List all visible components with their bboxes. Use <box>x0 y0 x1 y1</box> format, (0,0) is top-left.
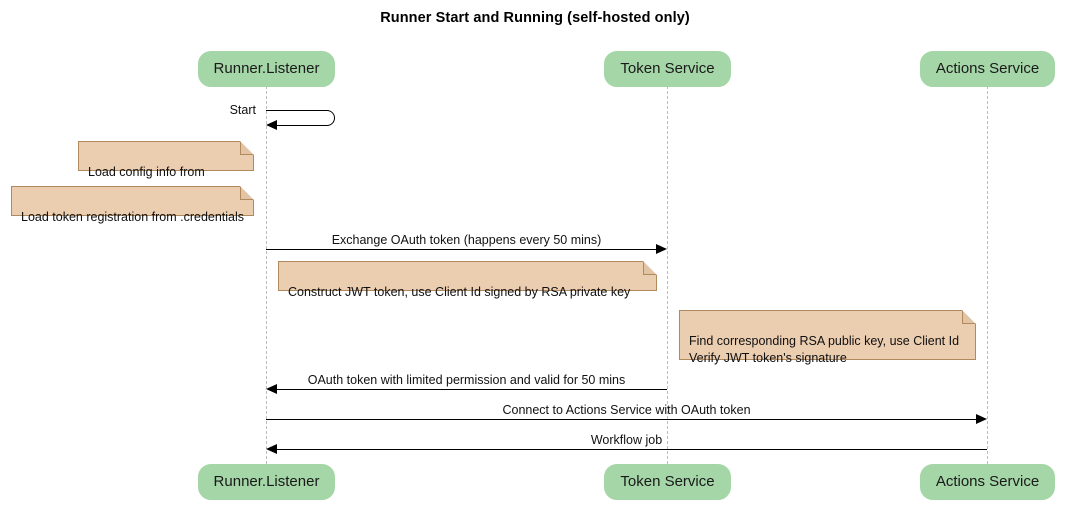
message-line-start-bottom <box>277 125 325 126</box>
participant-label: Token Service <box>620 473 715 490</box>
participant-actions-top[interactable]: Actions Service <box>920 51 1055 87</box>
arrow-head-connect-actions-service <box>976 414 987 424</box>
note-text: Load token registration from .credential… <box>21 210 245 224</box>
arrow-head-oauth-token-response <box>266 384 277 394</box>
diagram-title: Runner Start and Running (self-hosted on… <box>380 10 690 26</box>
lifeline-token <box>667 86 668 464</box>
participant-label: Actions Service <box>935 60 1040 77</box>
participant-actions-bottom[interactable]: Actions Service <box>920 464 1055 500</box>
participant-label: Actions Service <box>935 473 1040 490</box>
participant-token-bottom[interactable]: Token Service <box>604 464 731 500</box>
note-text: Construct JWT token, use Client Id signe… <box>288 285 631 299</box>
note-fold-cut-icon <box>962 310 976 324</box>
lifeline-actions <box>987 86 988 464</box>
note-load-token-registration: Load token registration from .credential… <box>11 186 254 224</box>
participant-runner-top[interactable]: Runner.Listener <box>198 51 335 87</box>
arrow-head-workflow-job <box>266 444 277 454</box>
note-load-config: Load config info from .runner <box>78 141 254 196</box>
note-construct-jwt: Construct JWT token, use Client Id signe… <box>278 261 657 299</box>
note-fold-cut-icon <box>643 261 657 275</box>
arrow-head-start <box>266 120 277 130</box>
note-fold-cut-icon <box>240 141 254 155</box>
message-line-connect-actions-service <box>266 419 976 420</box>
participant-label: Token Service <box>620 60 715 77</box>
participant-token-top[interactable]: Token Service <box>604 51 731 87</box>
note-verify-jwt: Find corresponding RSA public key, use C… <box>679 310 976 365</box>
lifeline-runner <box>266 86 267 464</box>
participant-runner-bottom[interactable]: Runner.Listener <box>198 464 335 500</box>
message-line-oauth-token-response <box>277 389 667 390</box>
message-label-workflow-job: Workflow job <box>590 433 663 447</box>
message-label-oauth-token-response: OAuth token with limited permission and … <box>307 373 626 387</box>
message-line-start-top <box>266 110 324 111</box>
participant-label: Runner.Listener <box>213 60 320 77</box>
message-selfloop-start <box>322 110 335 126</box>
message-line-exchange-oauth-token <box>266 249 656 250</box>
message-label-start: Start <box>229 103 256 117</box>
participant-label: Runner.Listener <box>213 473 320 490</box>
message-label-connect-actions-service: Connect to Actions Service with OAuth to… <box>502 403 751 417</box>
note-text: Find corresponding RSA public key, use C… <box>689 334 960 365</box>
arrow-head-exchange-oauth-token <box>656 244 667 254</box>
message-line-workflow-job <box>277 449 987 450</box>
message-label-exchange-oauth-token: Exchange OAuth token (happens every 50 m… <box>331 233 602 247</box>
note-fold-cut-icon <box>240 186 254 200</box>
